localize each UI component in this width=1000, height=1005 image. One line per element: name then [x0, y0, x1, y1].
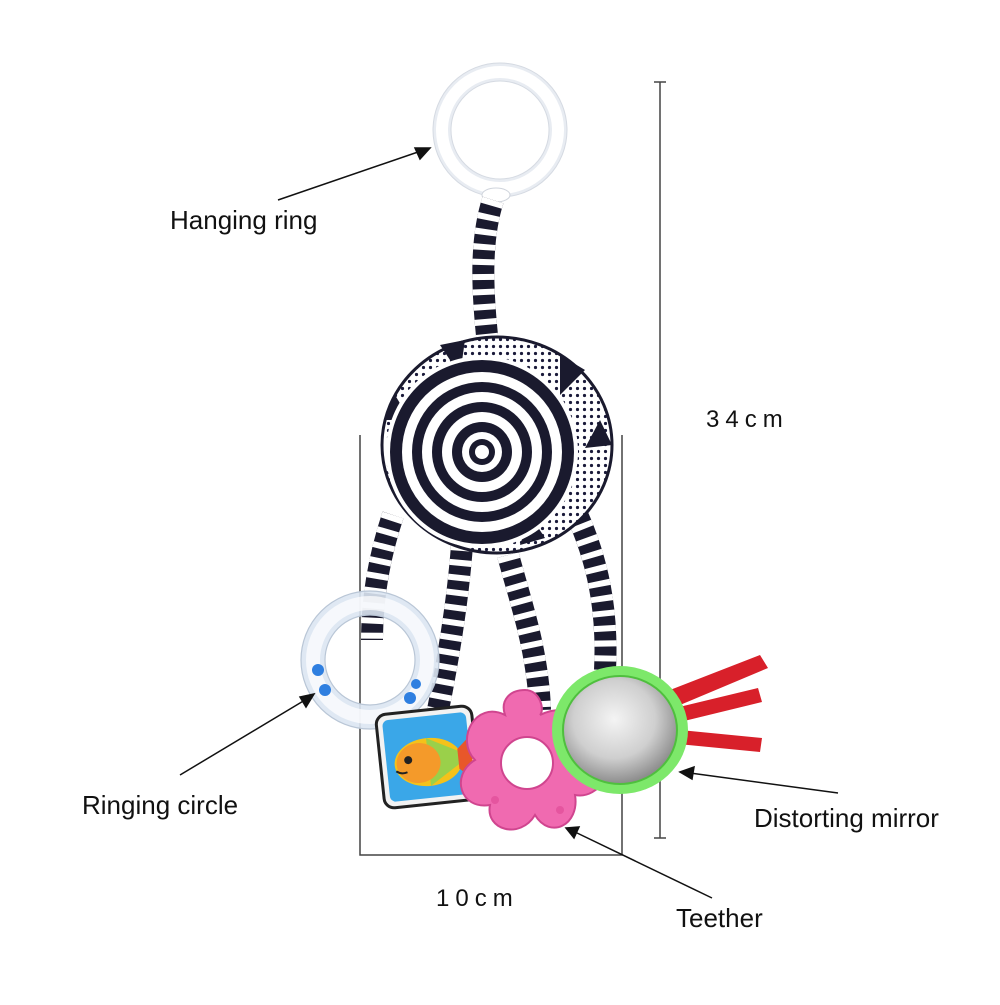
top-strap — [472, 196, 504, 347]
width-bracket — [359, 435, 623, 856]
fish-card — [374, 704, 482, 810]
distorting-mirror-label: Distorting mirror — [754, 803, 939, 833]
striped-legs — [361, 505, 617, 713]
hanging-ring-label: Hanging ring — [170, 205, 318, 235]
teether-label: Teether — [676, 903, 763, 933]
width-dimension-label: 10cm — [436, 885, 519, 912]
height-dimension-label: 34cm — [706, 406, 789, 433]
hanging-ring-shape — [432, 62, 568, 203]
callout-arrows — [179, 147, 839, 899]
distorting-mirror-shape — [552, 666, 688, 794]
ringing-circle-label: Ringing circle — [82, 790, 239, 820]
bullseye-ball — [380, 335, 614, 555]
red-ribbons — [670, 655, 768, 752]
ringing-circle-shape — [300, 590, 440, 730]
